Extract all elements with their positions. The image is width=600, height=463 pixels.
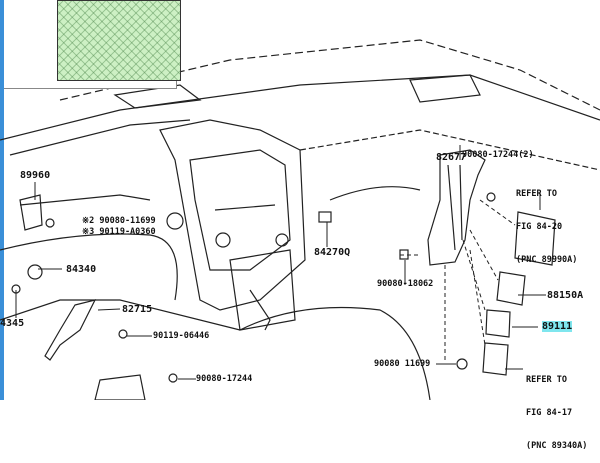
- part-label[interactable]: 90080-17244(2): [462, 150, 534, 160]
- part-label[interactable]: ※3 90119-A0360: [82, 227, 156, 237]
- refer-line: FIG 84-20: [516, 222, 563, 232]
- part-label[interactable]: 84340: [66, 264, 97, 275]
- part-label[interactable]: 82677: [436, 152, 467, 163]
- part-label-highlighted[interactable]: 89111: [542, 321, 573, 332]
- part-label[interactable]: 90119-06446: [153, 331, 210, 341]
- window-edge: [0, 0, 4, 400]
- part-label[interactable]: 90080 11699: [374, 359, 431, 369]
- refer-line: (PNC 89340A): [526, 441, 588, 451]
- part-label[interactable]: ※2 90080-11699: [82, 216, 156, 226]
- part-label[interactable]: 90080-18062: [377, 279, 434, 289]
- part-label[interactable]: 90080-17244: [196, 374, 253, 384]
- refer-line: FIG 84-17: [526, 408, 573, 418]
- dashboard-line-drawing: [0, 39, 600, 400]
- part-label[interactable]: 82715: [122, 304, 153, 315]
- highlighted-region: [57, 0, 181, 81]
- refer-line: REFER TO: [516, 189, 557, 199]
- part-label[interactable]: 89960: [20, 170, 51, 181]
- overview-thumbnail[interactable]: [4, 0, 181, 89]
- part-label[interactable]: 84345: [0, 318, 25, 329]
- refer-note[interactable]: REFER TO FIG 84-17 (PNC 89340A): [526, 353, 587, 463]
- part-label[interactable]: 88150A: [547, 290, 584, 301]
- refer-line: (PNC 89990A): [516, 255, 578, 265]
- refer-note[interactable]: REFER TO FIG 84-20 (PNC 89990A): [516, 167, 577, 277]
- refer-line: REFER TO: [526, 375, 567, 385]
- part-label[interactable]: 84270Q: [314, 247, 351, 258]
